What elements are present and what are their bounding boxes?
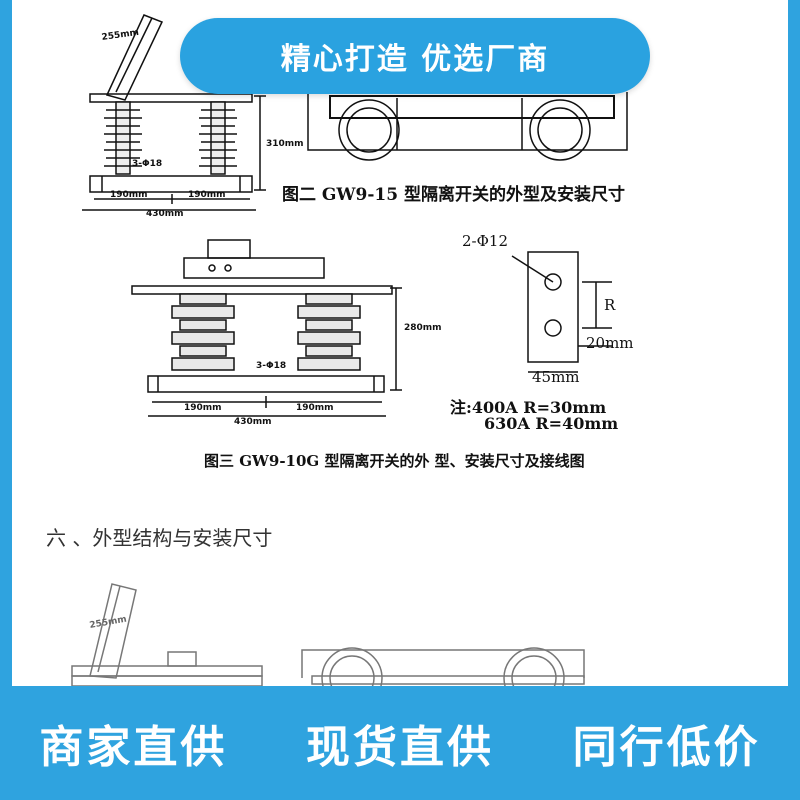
- fig2-left-dim: 190mm: [110, 190, 148, 200]
- fig2-right-dim: 190mm: [188, 190, 226, 200]
- fig2-total-dim: 430mm: [146, 209, 184, 219]
- fig3-left-dim: 190mm: [184, 403, 222, 413]
- section-heading: 六 、外型结构与安装尺寸: [46, 526, 273, 550]
- document-page: 255mm 310mm 3-Φ18 190mm 190mm 430mm 图二 G…: [12, 0, 788, 686]
- fig3-terminal-offset: 20mm: [586, 334, 634, 352]
- fig3-right-dim: 190mm: [296, 403, 334, 413]
- bottom-slogan-bar: 商家直供 现货直供 同行低价: [0, 686, 800, 800]
- figure2-drawing: 255mm 310mm 3-Φ18 190mm 190mm 430mm: [82, 14, 628, 219]
- fig2-height-dim: 310mm: [266, 139, 304, 149]
- fig3-height-dim: 280mm: [404, 323, 442, 333]
- figure2-caption: 图二 GW9-15 型隔离开关的外型及安装尺寸: [282, 185, 625, 205]
- figure3-caption: 图三 GW9-10G 型隔离开关的外 型、安装尺寸及接线图: [204, 452, 585, 470]
- slogan-2: 现货直供: [305, 722, 494, 773]
- fig3-note-1: 注:400A R=30mm: [450, 398, 607, 417]
- fig3-holes-dim: 3-Φ18: [256, 361, 286, 371]
- slogan-1: 商家直供: [39, 722, 228, 773]
- promo-banner-text: 精心打造 优选厂商: [280, 42, 550, 77]
- fig3-terminal-width: 45mm: [532, 368, 580, 386]
- figure4-drawing: 255mm: [71, 583, 585, 686]
- fig3-note-2: 630A R=40mm: [484, 414, 619, 433]
- fig3-total-dim: 430mm: [234, 417, 272, 427]
- fig2-arm-dim: 255mm: [101, 28, 140, 43]
- fig3-terminal-holes: 2-Φ12: [462, 232, 508, 250]
- promo-banner: 精心打造 优选厂商: [180, 18, 650, 94]
- fig2-holes-dim: 3-Φ18: [132, 159, 162, 169]
- fig4-arm-dim: 255mm: [89, 615, 128, 631]
- fig3-terminal-r: R: [604, 296, 616, 314]
- slogan-3: 同行低价: [572, 722, 761, 773]
- figure3-drawing: 280mm 3-Φ18 190mm 190mm 430mm 2-Φ12 R 20…: [131, 232, 634, 427]
